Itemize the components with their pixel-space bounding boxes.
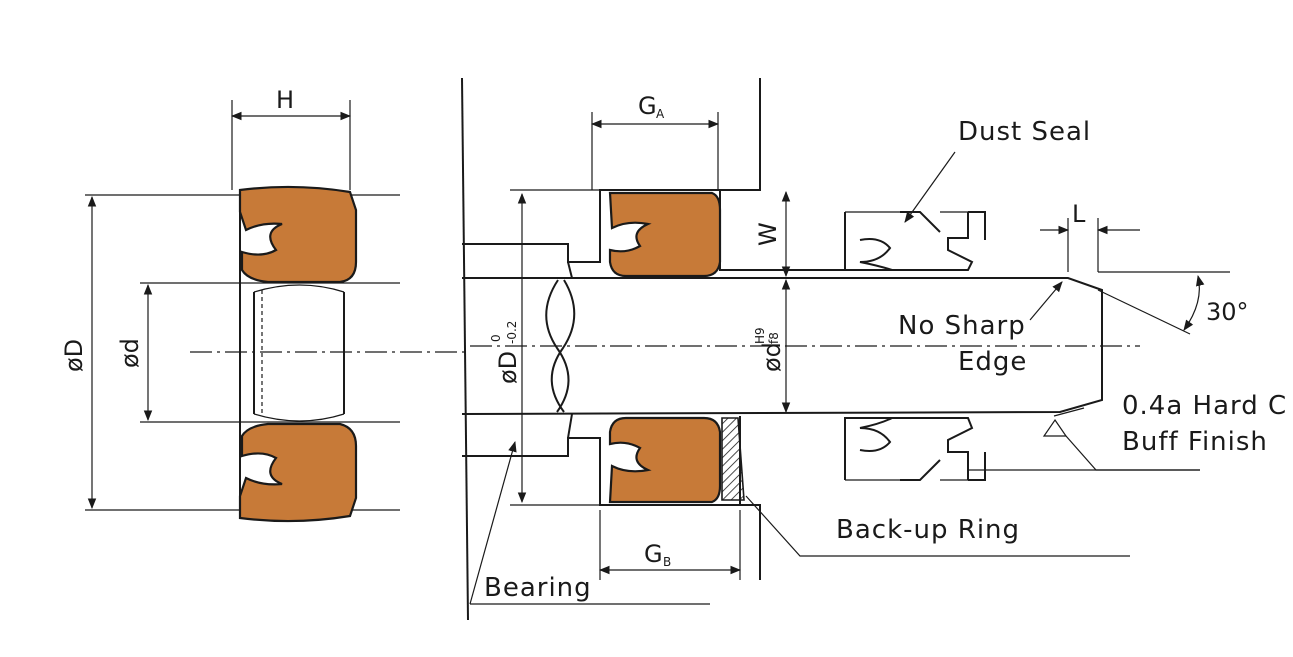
dim-phid-mid: ød xyxy=(758,342,786,372)
dim-L: L xyxy=(1072,200,1086,228)
backup-ring-section xyxy=(721,417,745,501)
label-bearing: Bearing xyxy=(484,573,592,603)
dim-GA: G xyxy=(638,92,657,120)
label-hard-finish: 0.4a Hard C xyxy=(1122,391,1287,421)
dust-seal-upper xyxy=(844,211,974,271)
dim-GB-sub: B xyxy=(663,555,671,569)
dim-phid-tol-low: f8 xyxy=(767,332,781,344)
dim-phiD-mid: øD xyxy=(494,351,522,384)
label-no-sharp: No Sharp xyxy=(898,311,1026,341)
dim-phiD-tol-low: -0.2 xyxy=(505,321,519,344)
label-buff-finish: Buff Finish xyxy=(1122,427,1268,457)
dim-phid-tol-up: H9 xyxy=(753,327,767,344)
dust-seal-lower xyxy=(844,417,974,481)
rod-seal-upper xyxy=(608,191,722,278)
dim-GB: G xyxy=(644,540,663,568)
label-dust-seal: Dust Seal xyxy=(958,117,1091,147)
label-edge: Edge xyxy=(958,347,1027,377)
dim-H: H xyxy=(276,86,294,114)
dim-W: W xyxy=(754,222,782,246)
seal-upper-section xyxy=(238,185,358,284)
seal-section-view: H øD ød xyxy=(60,86,470,523)
angle-30-label: 30° xyxy=(1206,298,1249,326)
dim-phiD-left: øD xyxy=(60,339,88,372)
piston-rod xyxy=(461,277,1103,415)
installation-view: G A G B W øD 0 -0.2 ød H9 f8 L 30° xyxy=(461,77,1249,621)
seal-lower-section xyxy=(238,422,358,523)
dim-phiD-tol-up: 0 xyxy=(489,334,503,342)
label-backup-ring: Back-up Ring xyxy=(836,515,1020,545)
dim-GA-sub: A xyxy=(656,107,665,121)
rod-seal-lower xyxy=(608,416,722,504)
dim-phid-left: ød xyxy=(116,338,144,368)
